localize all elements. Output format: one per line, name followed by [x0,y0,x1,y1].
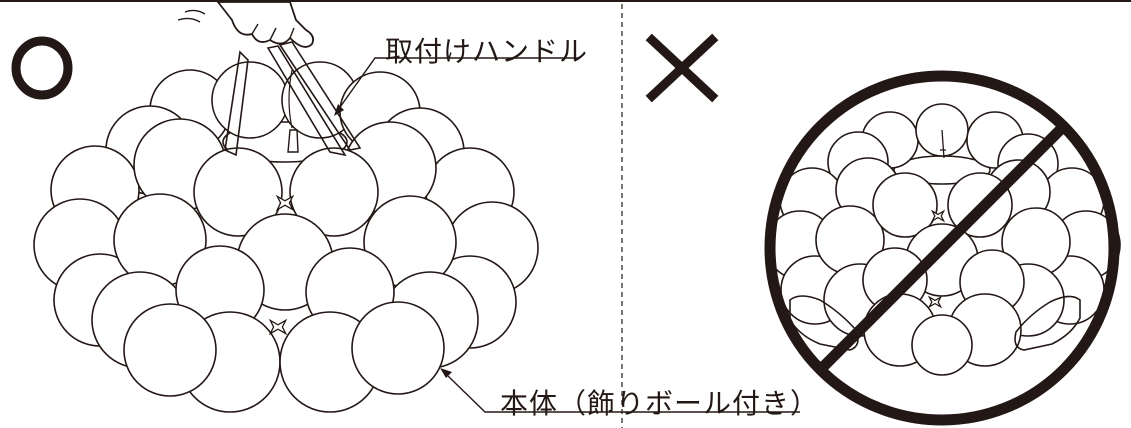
decor-ball [911,314,973,376]
correct-panel [11,1,800,413]
ball-clip [275,194,295,212]
decor-ball [872,172,938,238]
hanging-wire [940,129,946,159]
handle-leader-arrow [334,104,344,116]
handle-label-leader [337,57,580,111]
incorrect-panel [645,33,1121,426]
handle-label: 取付けハンドル [385,35,589,68]
handle-straps [224,41,362,157]
decor-ball [289,147,379,237]
lamp-body-incorrect [765,103,1121,376]
lamp-body-correct [33,61,539,413]
decor-ball [211,61,289,139]
hand-holding-handle [177,1,315,48]
body-leader-arrow [440,368,452,378]
ball-clip [268,318,288,336]
ball-clip [930,209,946,223]
circle-mark [11,36,73,100]
ball-clip [927,295,943,309]
body-label: 本体（飾りボール付き） [500,387,820,420]
decor-ball [123,303,217,397]
cross-mark [645,33,719,103]
decor-ball [351,301,445,395]
prohibition-sign [764,70,1120,426]
body-label-leader [447,375,800,413]
decor-ball [193,147,283,237]
